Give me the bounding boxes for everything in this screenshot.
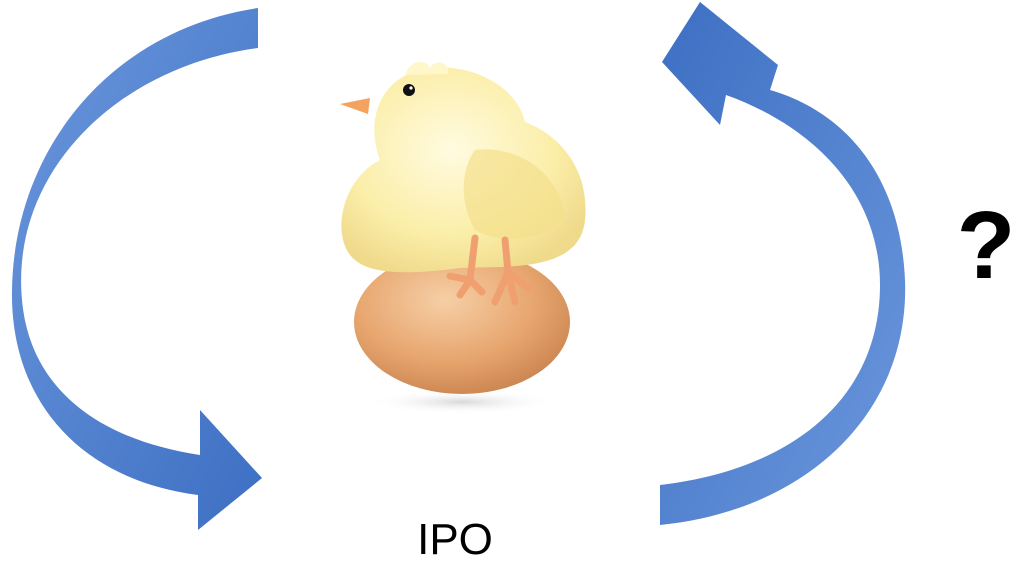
chick-beak [340,98,370,114]
egg-shadow [367,390,557,414]
left-curved-arrow [11,8,262,530]
chick-foot-right [491,236,532,306]
left-arrow-shape [11,8,262,530]
chick-eye [403,84,415,96]
chick-tuft [405,61,449,75]
egg [354,250,570,394]
right-arrow-shape [660,2,906,525]
ipo-label: IPO [417,515,493,564]
chick-wing [463,149,565,239]
chick-on-egg-image [340,61,586,414]
chick-body [341,67,586,273]
question-mark: ? [956,192,1016,299]
chick-foot-left [446,234,486,299]
right-curved-arrow [660,2,906,525]
